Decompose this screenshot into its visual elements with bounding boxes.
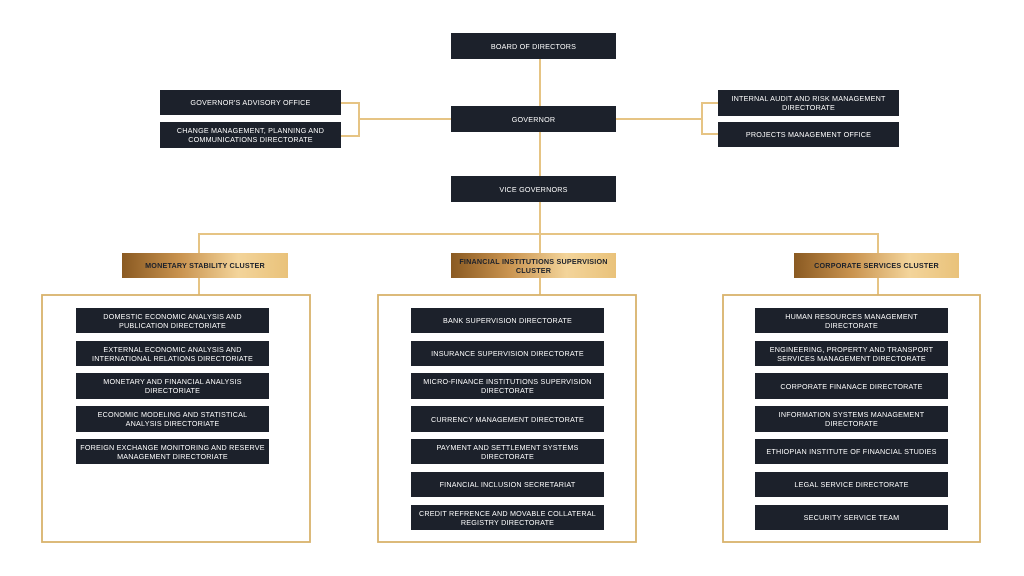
unit-information-systems: INFORMATION SYSTEMS MANAGEMENT DIRECTORA… [755,406,948,432]
connector-right-offices [701,102,718,135]
cluster-monetary-stability: MONETARY STABILITY CLUSTER [122,253,288,278]
unit-corporate-finance: CORPORATE FINANACE DIRECTORATE [755,373,948,399]
change-management-directorate-box: CHANGE MANAGEMENT, PLANNING AND COMMUNIC… [160,122,341,148]
governors-advisory-office-box: GOVERNOR'S ADVISORY OFFICE [160,90,341,115]
projects-management-office-box: PROJECTS MANAGEMENT OFFICE [718,122,899,147]
unit-engineering-property: ENGINEERING, PROPERTY AND TRANSPORT SERV… [755,341,948,366]
connector-left-offices [341,102,360,137]
connector-cluster-bus [198,233,879,253]
unit-security-service: SECURITY SERVICE TEAM [755,505,948,530]
unit-financial-inclusion: FINANCIAL INCLUSION SECRETARIAT [411,472,604,497]
unit-domestic-economic-analysis: DOMESTIC ECONOMIC ANALYSIS AND PUBLICATI… [76,308,269,333]
internal-audit-directorate-box: INTERNAL AUDIT AND RISK MANAGEMENT DIREC… [718,90,899,116]
board-of-directors-box: BOARD OF DIRECTORS [451,33,616,59]
unit-legal-service: LEGAL SERVICE DIRECTORATE [755,472,948,497]
panel-financial-institutions [377,294,637,543]
panel-corporate-services [722,294,981,543]
cluster-financial-institutions: FINANCIAL INSTITUTIONS SUPERVISION CLUST… [451,253,616,278]
unit-economic-modeling: ECONOMIC MODELING AND STATISTICAL ANALYS… [76,406,269,432]
unit-credit-reference-registry: CREDIT REFRENCE AND MOVABLE COLLATERAL R… [411,505,604,530]
unit-ethiopian-institute: ETHIOPIAN INSTITUTE OF FINANCIAL STUDIES [755,439,948,464]
unit-monetary-financial-analysis: MONETARY AND FINANCIAL ANALYSIS DIRECTOR… [76,373,269,399]
panel-monetary-stability [41,294,311,543]
unit-bank-supervision: BANK SUPERVISION DIRECTORATE [411,308,604,333]
unit-human-resources: HUMAN RESOURCES MANAGEMENT DIRECTORATE [755,308,948,333]
governor-box: GOVERNOR [451,106,616,132]
cluster-corporate-services: CORPORATE SERVICES CLUSTER [794,253,959,278]
unit-micro-finance-supervision: MICRO-FINANCE INSTITUTIONS SUPERVISION D… [411,373,604,399]
unit-insurance-supervision: INSURANCE SUPERVISION DIRECTORATE [411,341,604,366]
vice-governors-box: VICE GOVERNORS [451,176,616,202]
unit-payment-settlement: PAYMENT AND SETTLEMENT SYSTEMS DIRECTORA… [411,439,604,464]
unit-currency-management: CURRENCY MANAGEMENT DIRECTORATE [411,406,604,432]
unit-foreign-exchange-monitoring: FOREIGN EXCHANGE MONITORING AND RESERVE … [76,439,269,464]
unit-external-economic-analysis: EXTERNAL ECONOMIC ANALYSIS AND INTERNATI… [76,341,269,366]
